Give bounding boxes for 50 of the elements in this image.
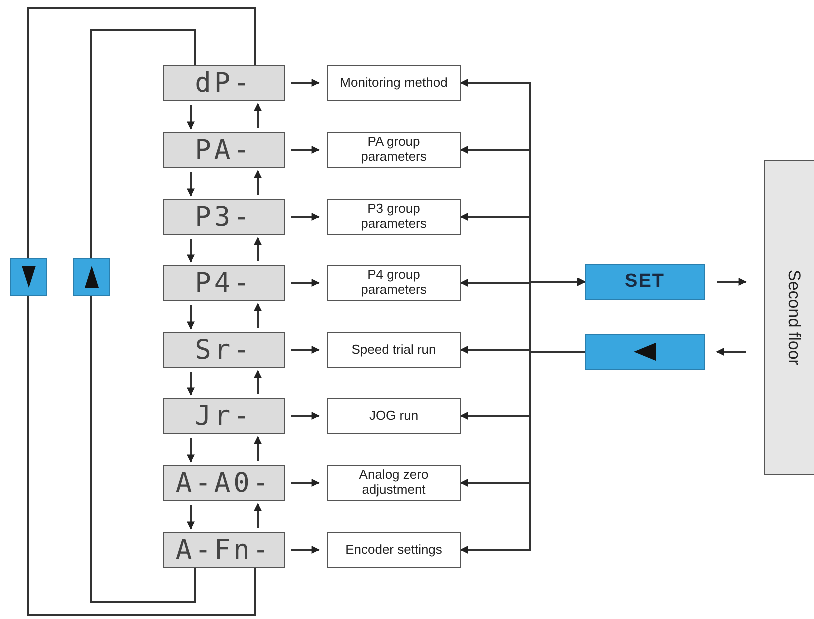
- set-key-button: SET: [585, 264, 705, 300]
- arrow: [254, 303, 262, 328]
- menu-item-box: JOG run: [327, 398, 461, 434]
- connector-line: [90, 296, 196, 603]
- arrow: [187, 505, 195, 530]
- arrow: [187, 372, 195, 396]
- menu-item-box: Encoder settings: [327, 532, 461, 568]
- connector-line: [28, 296, 256, 616]
- display-readout: A-A0-: [163, 465, 285, 501]
- menu-item-box: Speed trial run: [327, 332, 461, 368]
- arrow: [291, 279, 320, 287]
- display-readout: Sr-: [163, 332, 285, 368]
- arrow: [254, 170, 262, 195]
- arrow: [291, 479, 320, 487]
- display-readout: P3-: [163, 199, 285, 235]
- menu-item-box: Analog zero adjustment: [327, 465, 461, 501]
- arrow: [717, 278, 747, 286]
- arrow: [187, 105, 195, 130]
- connector-line: [90, 29, 196, 258]
- arrow: [254, 237, 262, 261]
- arrow: [254, 503, 262, 528]
- arrow: [187, 172, 195, 197]
- menu-item-box: PA group parameters: [327, 132, 461, 168]
- arrow: [716, 348, 746, 356]
- key-button: [585, 334, 705, 370]
- arrow: [291, 213, 320, 221]
- menu-item-box: Monitoring method: [327, 65, 461, 101]
- display-readout: A-Fn-: [163, 532, 285, 568]
- display-readout: PA-: [163, 132, 285, 168]
- arrow: [291, 346, 320, 354]
- arrow: [254, 103, 262, 128]
- key-button: [73, 258, 110, 296]
- arrow: [291, 412, 320, 420]
- key-button: [10, 258, 47, 296]
- menu-item-box: P3 group parameters: [327, 199, 461, 235]
- connector-line: [28, 7, 256, 258]
- arrow: [254, 436, 262, 461]
- arrow: [291, 546, 320, 554]
- display-readout: dP-: [163, 65, 285, 101]
- arrow: [187, 239, 195, 263]
- arrow: [460, 351, 585, 554]
- display-readout: P4-: [163, 265, 285, 301]
- arrow: [291, 146, 320, 154]
- arrow: [254, 370, 262, 394]
- display-readout: Jr-: [163, 398, 285, 434]
- arrow: [187, 438, 195, 463]
- arrow: [291, 79, 320, 87]
- arrow: [187, 305, 195, 330]
- menu-item-box: P4 group parameters: [327, 265, 461, 301]
- panel-box: Second floor: [764, 160, 814, 475]
